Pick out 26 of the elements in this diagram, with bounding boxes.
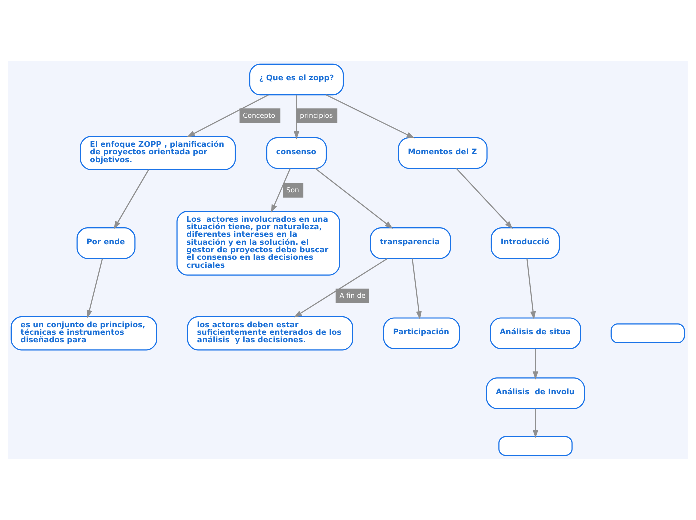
- arrow: [412, 258, 422, 320]
- arrow: [456, 168, 514, 230]
- arrow: [294, 95, 300, 140]
- node-box: Participación: [383, 318, 460, 350]
- arrow: [315, 168, 394, 229]
- node-box: es un conjunto de principios, técnicas e instrumentos diseñados para: [10, 316, 158, 351]
- arrow: [526, 258, 536, 320]
- arrow: [114, 170, 150, 230]
- arrow: [532, 349, 539, 380]
- node-box: consenso: [266, 137, 328, 170]
- node-box: [498, 436, 573, 456]
- node-box: los actores deben estar suficientemente enterados de los análisis y las decisiones.: [187, 316, 354, 351]
- node-box: [610, 324, 686, 344]
- node-box: Momentos del Z: [398, 137, 488, 170]
- arrow: [86, 258, 104, 319]
- node-box: El enfoque ZOPP , planificación de proyectos orientada por objetivos.: [80, 136, 236, 170]
- node-box: Por ende: [76, 228, 136, 260]
- node-box: Análisis de Involu: [486, 378, 586, 410]
- arrow: [532, 408, 539, 438]
- arrow: [271, 168, 291, 213]
- node-box: Introducció: [490, 228, 560, 260]
- node-box: Los actores involucrados en una situación tiene, por naturaleza, diferentes intereses en la situación y en la solución. el gestor de proyectos debe buscar el consenso en las decisiones cruciales: [176, 210, 340, 276]
- node-box: transparencia: [370, 228, 452, 260]
- node-box: ¿ Que es el zopp?: [249, 64, 344, 96]
- node-box: Análisis de situa: [490, 318, 582, 350]
- arrow: [294, 258, 388, 318]
